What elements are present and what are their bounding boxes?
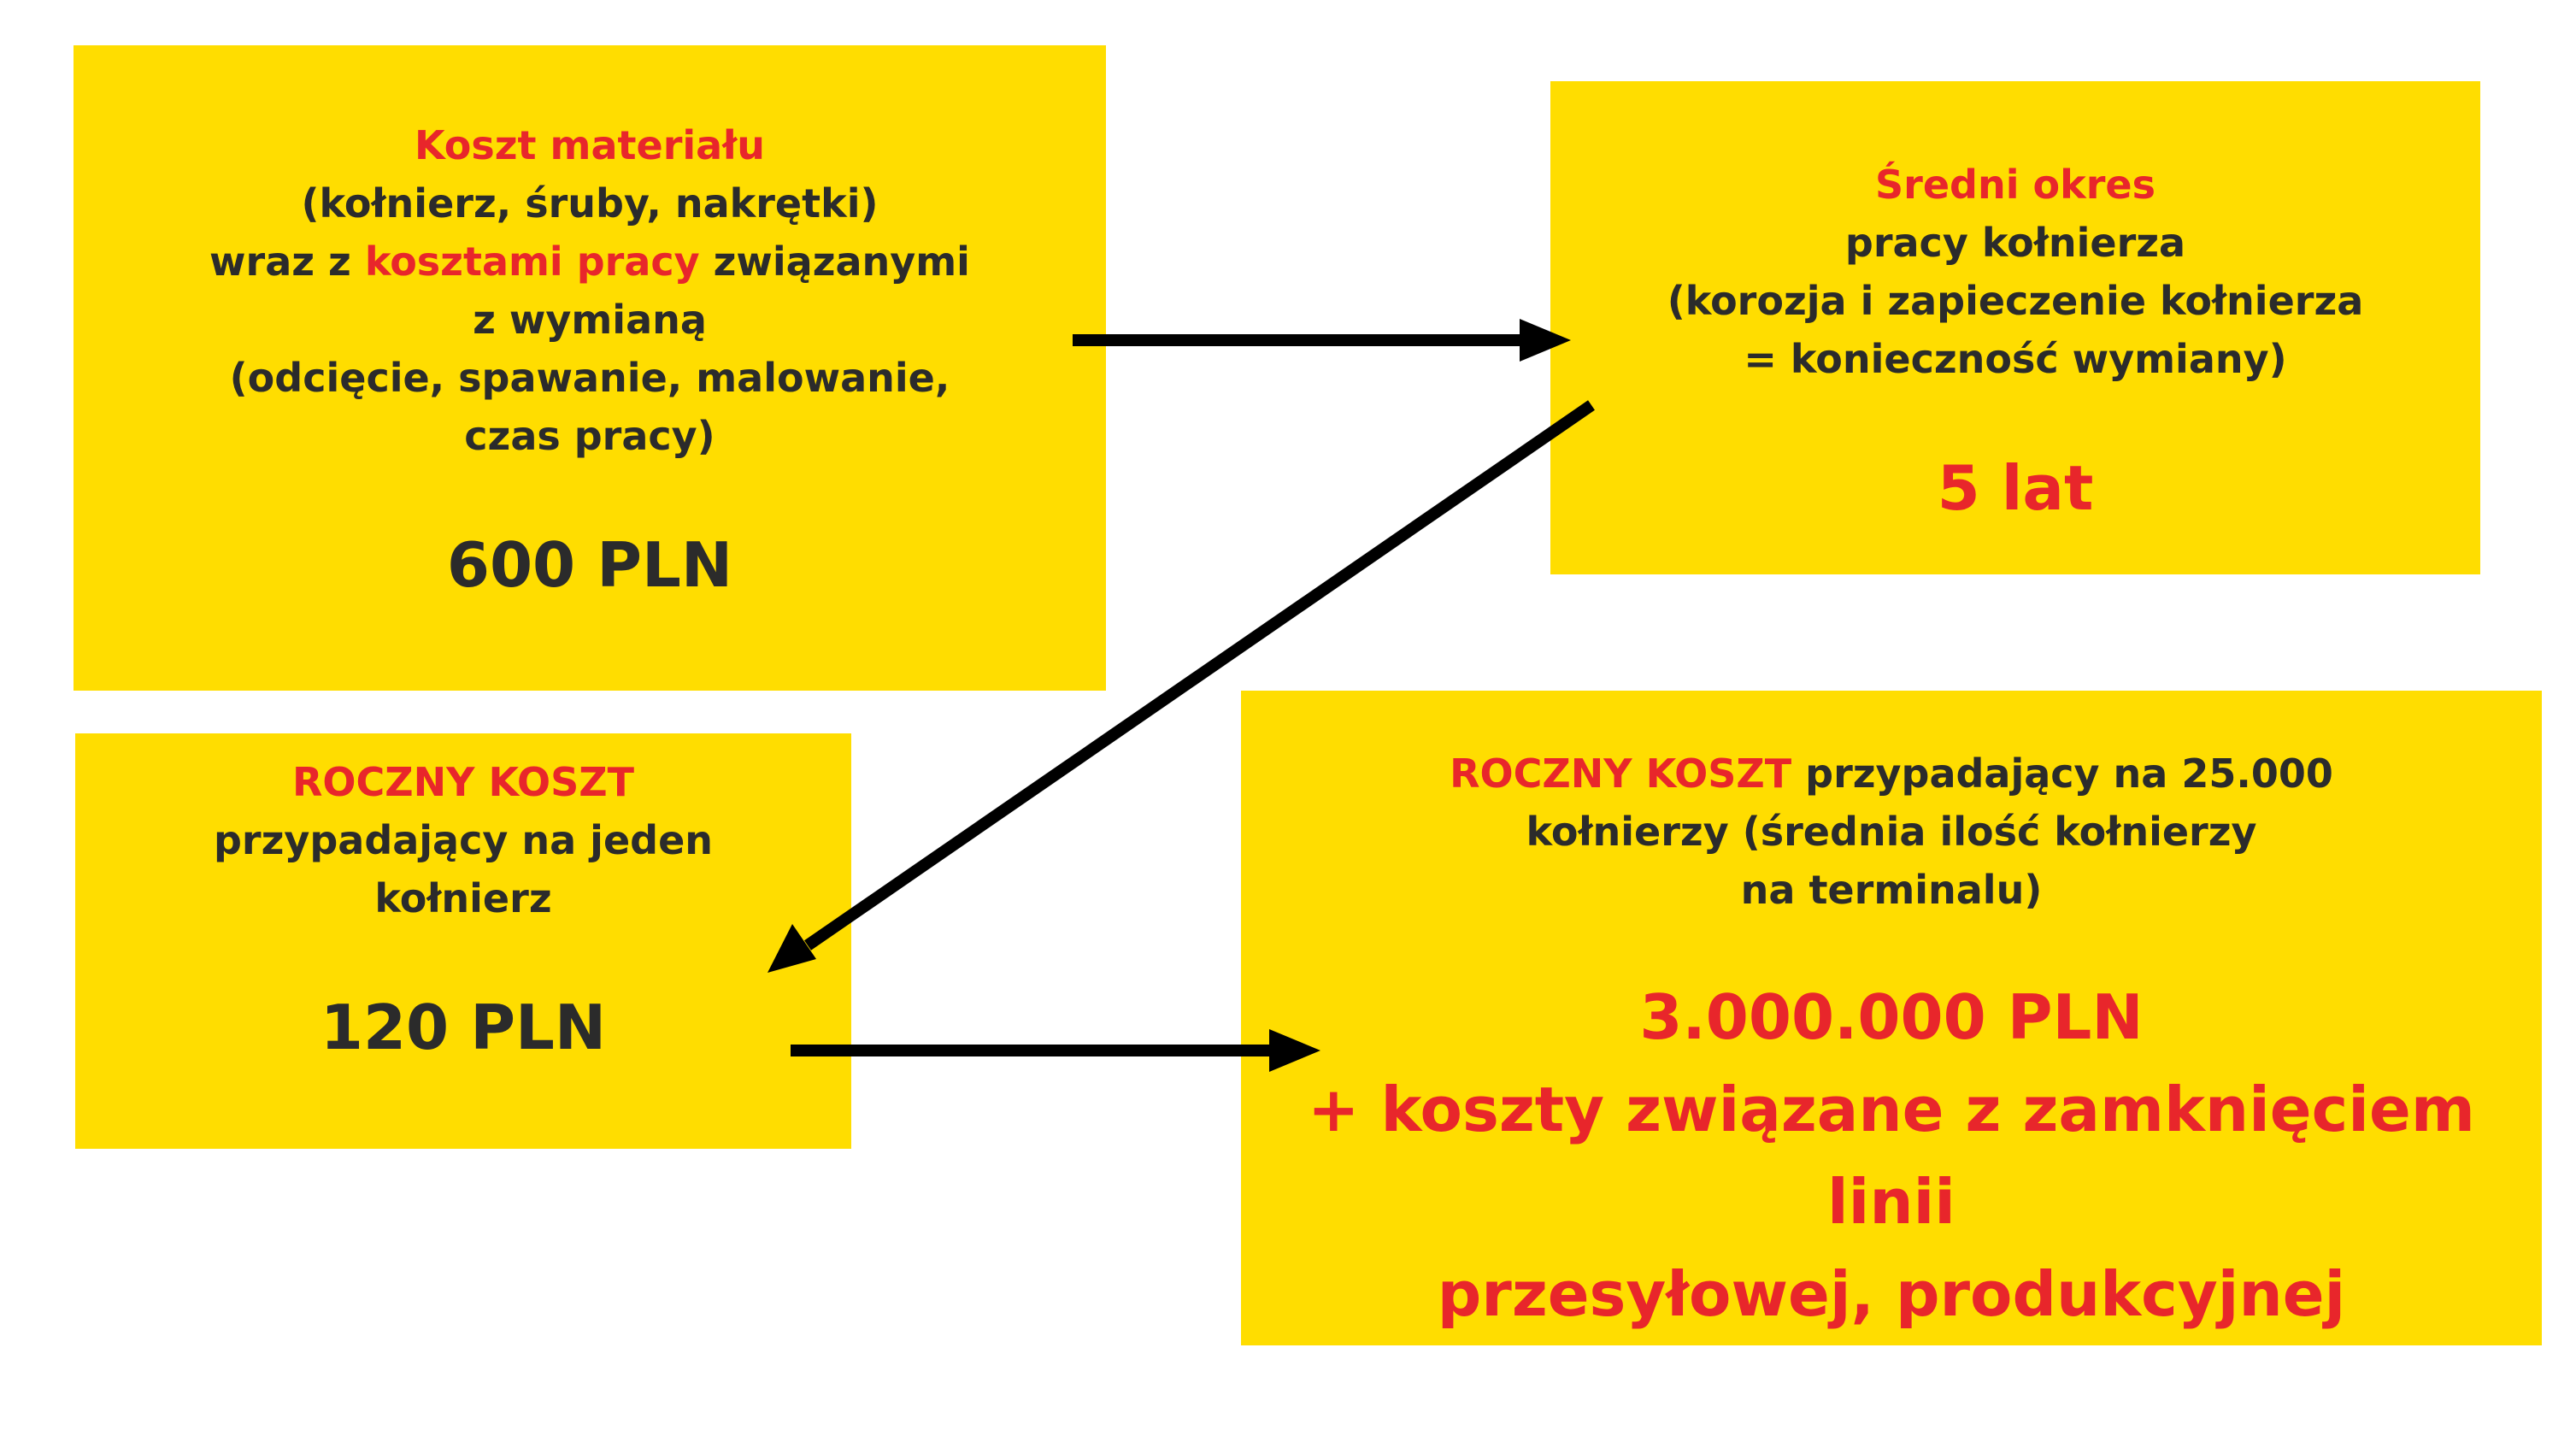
total-cost-line-1: kołnierzy (średnia ilość kołnierzy xyxy=(1526,809,2257,855)
material-cost-title: Koszt materiału xyxy=(414,122,766,168)
average-period-line-1: pracy kołnierza xyxy=(1844,220,2186,266)
total-cost-extra-3: przesyłowej, produkcyjnej xyxy=(1437,1258,2346,1330)
total-cost-extra-2: linii xyxy=(1827,1166,1956,1238)
arrow-material-to-period xyxy=(1073,319,1571,362)
total-cost-title-highlight: ROCZNY KOSZT xyxy=(1450,750,1792,797)
annual-cost-title: ROCZNY KOSZT xyxy=(291,759,634,805)
average-period-box: Średni okres pracy kołnierza (korozja i … xyxy=(1550,81,2480,574)
material-cost-box: Koszt materiału (kołnierz, śruby, nakręt… xyxy=(74,45,1106,691)
material-cost-line-4: (odcięcie, spawanie, malowanie, xyxy=(229,355,950,401)
average-period-value: 5 lat xyxy=(1937,452,2094,524)
total-cost-value: 3.000.000 PLN xyxy=(1639,981,2144,1053)
total-cost-title: ROCZNY KOSZT przypadający na 25.000 xyxy=(1241,750,2542,797)
annual-cost-value: 120 PLN xyxy=(320,992,607,1063)
material-cost-line-1: (kołnierz, śruby, nakrętki) xyxy=(301,180,879,227)
material-cost-line-2-prefix: wraz z xyxy=(209,238,365,285)
annual-cost-line-2: kołnierz xyxy=(374,875,552,921)
average-period-line-3: = konieczność wymiany) xyxy=(1744,336,2287,382)
annual-cost-per-flange-box: ROCZNY KOSZT przypadający na jeden kołni… xyxy=(75,733,851,1149)
total-cost-title-suffix: przypadający na 25.000 xyxy=(1791,750,2333,797)
material-cost-line-2-suffix: związanymi xyxy=(699,238,970,285)
total-annual-cost-box: ROCZNY KOSZT przypadający na 25.000 kołn… xyxy=(1241,691,2542,1345)
material-cost-line-5: czas pracy) xyxy=(464,413,715,459)
annual-cost-line-1: przypadający na jeden xyxy=(213,817,714,863)
material-cost-line-3: z wymianą xyxy=(473,297,707,343)
average-period-line-2: (korozja i zapieczenie kołnierza xyxy=(1667,278,2364,324)
labor-cost-highlight: kosztami pracy xyxy=(364,238,700,285)
material-cost-value: 600 PLN xyxy=(446,529,733,601)
total-cost-line-2: na terminalu) xyxy=(1740,867,2043,913)
average-period-title: Średni okres xyxy=(1875,162,2155,208)
material-cost-line-2: wraz z kosztami pracy związanymi xyxy=(74,238,1106,285)
total-cost-extra-1: + koszty związane z zamknięciem xyxy=(1308,1074,2475,1145)
